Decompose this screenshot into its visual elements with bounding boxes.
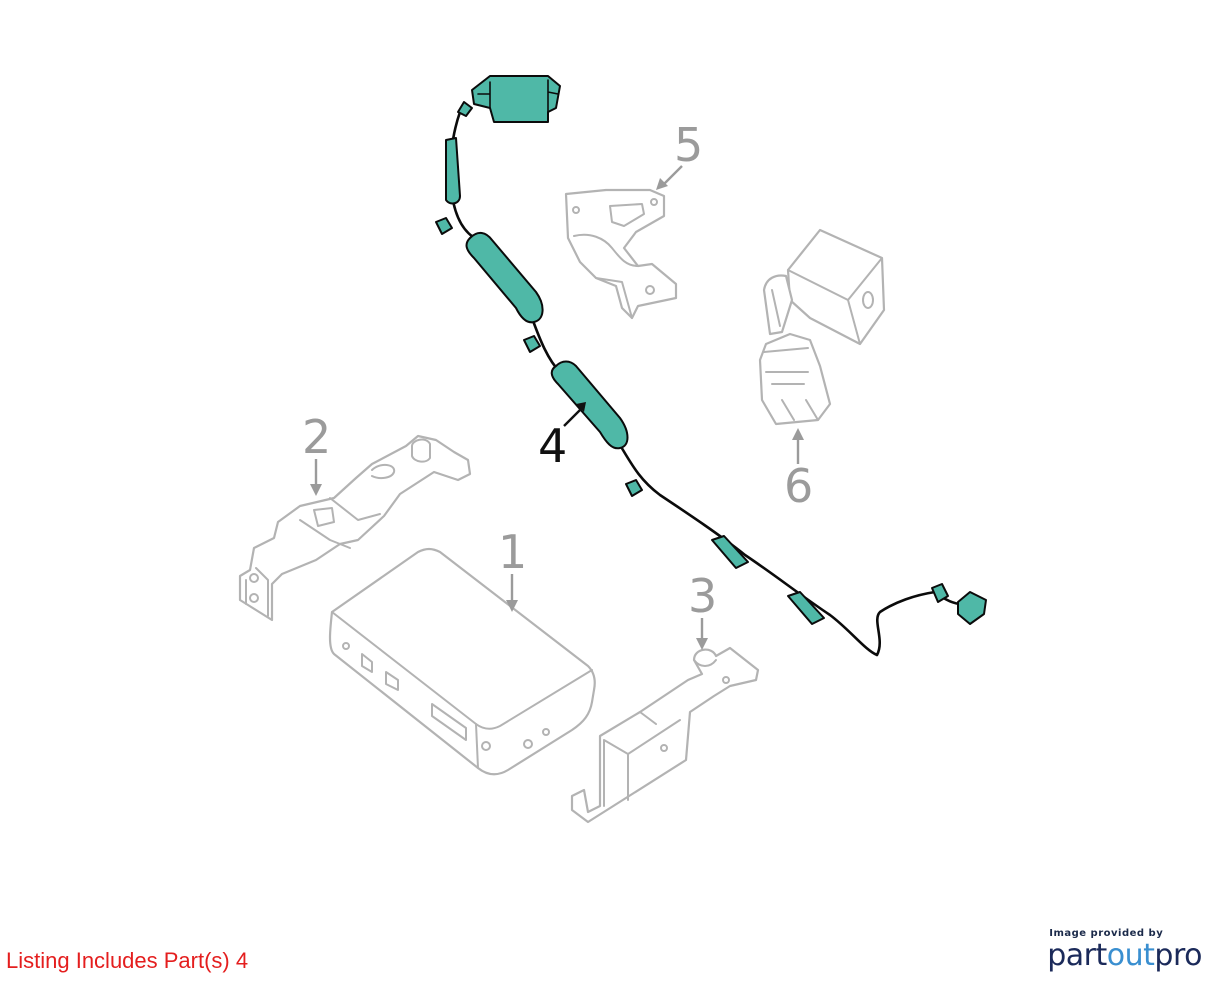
credit-caption: Image provided by — [1049, 928, 1164, 939]
callout-label-2: 2 — [302, 410, 331, 464]
part-1-module — [328, 547, 596, 776]
callout-5: 5 — [656, 118, 703, 190]
callout-label-4: 4 — [538, 419, 567, 473]
part-5-bracket — [564, 188, 678, 320]
part-6-connector — [758, 228, 886, 426]
logo-pro: pro — [1154, 938, 1202, 973]
part-4-antenna-harness — [435, 75, 987, 657]
partoutpro-logo: partoutpro — [1047, 939, 1202, 973]
callout-3: 3 — [688, 569, 717, 650]
callout-1: 1 — [498, 525, 527, 612]
callout-2: 2 — [302, 410, 331, 496]
part-2-bracket — [238, 434, 472, 622]
callout-label-3: 3 — [688, 569, 717, 623]
callout-label-6: 6 — [784, 459, 813, 513]
image-credit: Image provided by partoutpro — [1047, 928, 1202, 973]
callout-4: 4 — [538, 402, 586, 473]
callout-label-1: 1 — [498, 525, 527, 579]
callout-label-5: 5 — [674, 118, 703, 172]
callout-6: 6 — [784, 428, 813, 513]
listing-note: Listing Includes Part(s) 4 — [6, 948, 249, 973]
logo-out: out — [1106, 938, 1155, 973]
part-3-bracket — [570, 646, 760, 824]
logo-part: part — [1047, 938, 1107, 973]
